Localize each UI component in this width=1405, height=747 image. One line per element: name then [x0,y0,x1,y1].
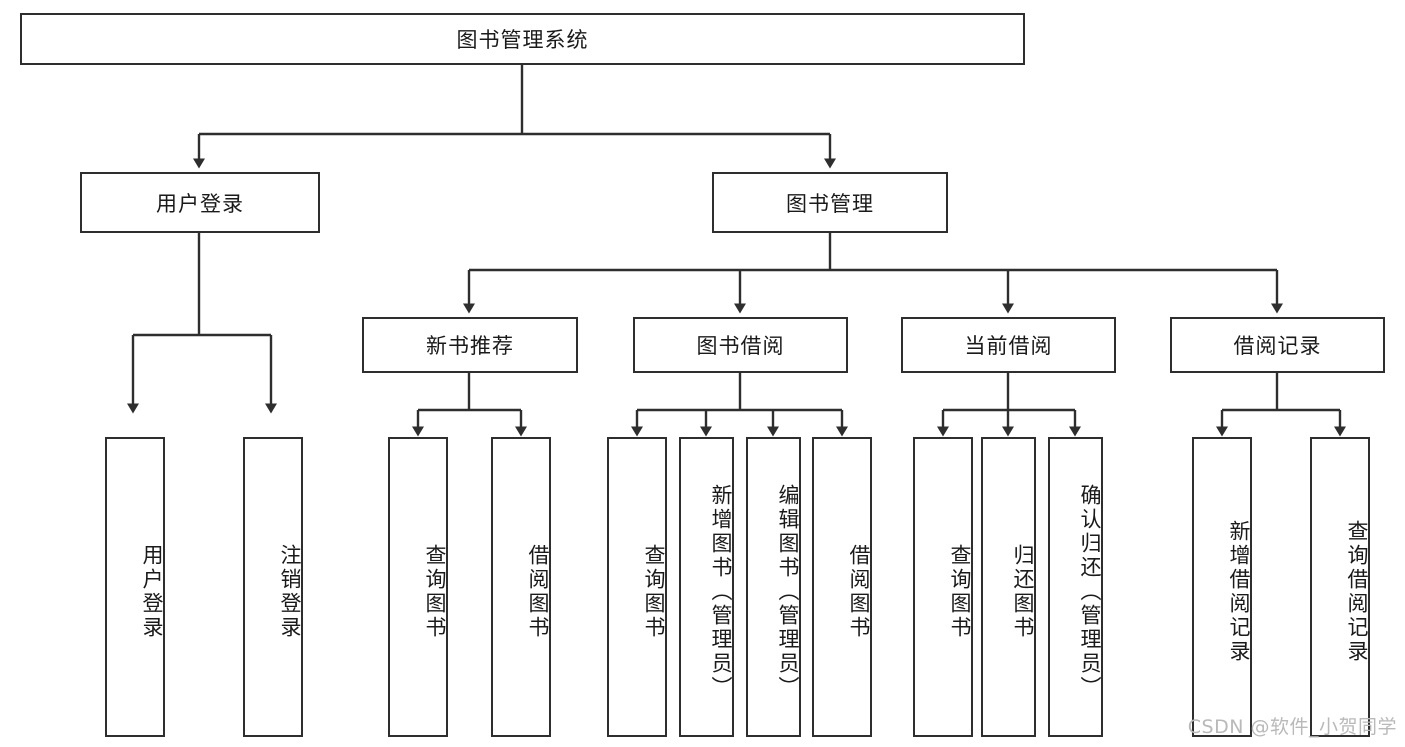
node-label: 新增借阅记录 [1227,520,1251,664]
node-label: 借阅图书 [847,544,871,640]
node-leaf-user-login[interactable]: 用户登录 [105,437,165,737]
node-current-borrow[interactable]: 当前借阅 [901,317,1116,373]
csdn-watermark: CSDN @软件_小贺同学 [1187,716,1397,738]
node-label: 归还图书 [1011,544,1035,640]
node-leaf-return-book[interactable]: 归还图书 [981,437,1036,737]
node-leaf-query-book-3[interactable]: 查询图书 [913,437,973,737]
node-leaf-confirm-return[interactable]: 确认归还（管理员） [1048,437,1103,737]
node-label: 确认归还（管理员） [1078,484,1102,700]
node-label: 编辑图书（管理员） [776,484,800,700]
node-label: 当前借阅 [964,334,1053,358]
node-label: 查询借阅记录 [1345,520,1369,664]
node-label: 注销登录 [278,544,302,640]
node-leaf-query-record[interactable]: 查询借阅记录 [1310,437,1370,737]
node-leaf-add-record[interactable]: 新增借阅记录 [1192,437,1252,737]
node-book-management-system[interactable]: 图书管理系统 [20,13,1025,65]
node-label: 借阅图书 [526,544,550,640]
node-label: 查询图书 [642,544,666,640]
node-label: 查询图书 [948,544,972,640]
node-leaf-edit-book[interactable]: 编辑图书（管理员） [746,437,801,737]
node-label: 用户登录 [140,544,164,640]
node-label: 图书借阅 [696,334,785,358]
node-borrow-record[interactable]: 借阅记录 [1170,317,1385,373]
node-leaf-query-book-2[interactable]: 查询图书 [607,437,667,737]
node-label: 新增图书（管理员） [709,484,733,700]
node-leaf-query-book-1[interactable]: 查询图书 [388,437,448,737]
node-user-login[interactable]: 用户登录 [80,172,320,233]
node-label: 新书推荐 [426,334,514,358]
node-label: 图书管理系统 [456,28,589,52]
node-leaf-logout-login[interactable]: 注销登录 [243,437,303,737]
node-book-management[interactable]: 图书管理 [712,172,948,233]
node-leaf-borrow-book-2[interactable]: 借阅图书 [812,437,872,737]
node-label: 借阅记录 [1233,334,1322,358]
node-leaf-borrow-book-1[interactable]: 借阅图书 [491,437,551,737]
node-label: 查询图书 [423,544,447,640]
node-leaf-add-book[interactable]: 新增图书（管理员） [679,437,734,737]
node-book-borrow[interactable]: 图书借阅 [633,317,848,373]
node-label: 用户登录 [156,191,244,216]
node-label: 图书管理 [786,191,874,216]
node-new-book-recommend[interactable]: 新书推荐 [362,317,578,373]
